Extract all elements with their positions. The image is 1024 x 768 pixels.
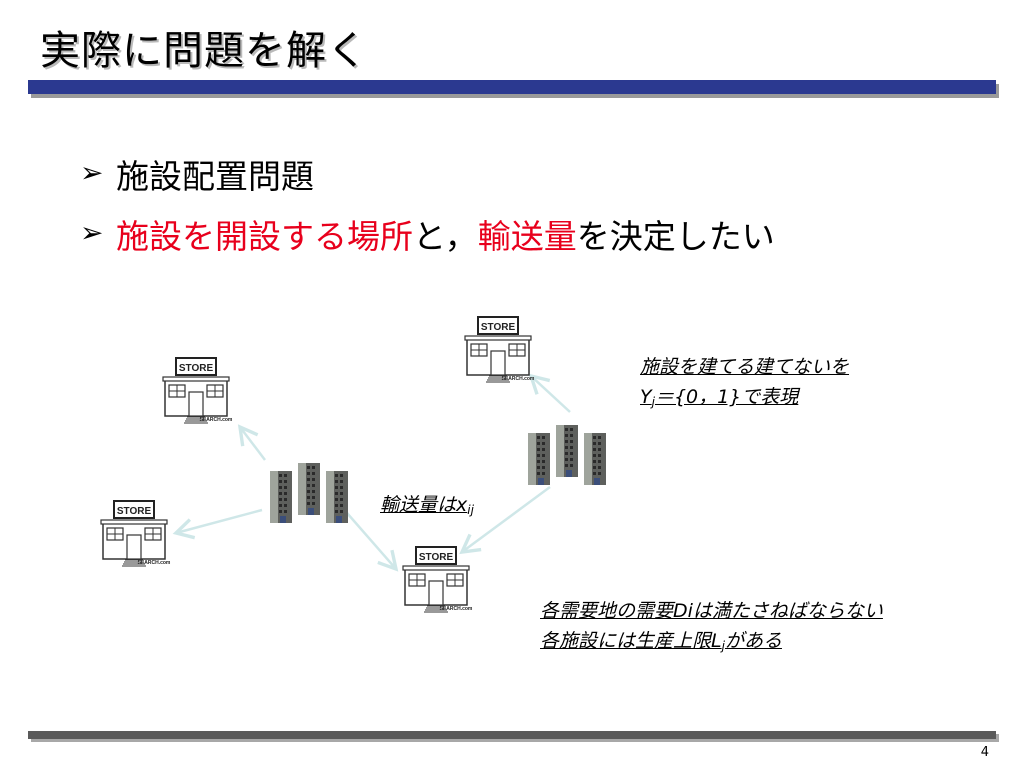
- note-text: 輸送量は: [380, 494, 457, 516]
- store-sign-text: STORE: [117, 506, 152, 517]
- bullet-segment: を決定したい: [576, 217, 775, 256]
- bullet-arrow-icon: ➢: [80, 156, 104, 189]
- footer-bar: [28, 731, 996, 739]
- note-text: ＝{0，1}で表現: [654, 386, 799, 408]
- store-tag-text: SEARCH.com: [200, 417, 233, 423]
- variable-subscript: j: [721, 639, 725, 653]
- open-decision-note-line2: Yj＝{0，1}で表現: [640, 382, 798, 409]
- store-sign-text: STORE: [419, 552, 454, 563]
- note-text: がある: [724, 630, 782, 652]
- capacity-constraint-note: 各施設には生産上限Ljがある: [540, 626, 782, 653]
- variable-x: x: [456, 494, 468, 516]
- store-icon: STORE SEARCH.com: [162, 357, 233, 424]
- note-text: 各施設には生産上限L: [540, 630, 722, 652]
- demand-constraint-note: 各需要地の需要Diは満たさねばならない: [540, 600, 883, 622]
- facility-building-icon: [270, 463, 348, 523]
- page-number: 4: [980, 745, 989, 760]
- bullet-text: 施設を開設する場所と，輸送量を決定したい: [116, 210, 775, 258]
- slide-title: 実際に問題を解く: [40, 28, 368, 74]
- variable-subscript: ij: [467, 503, 474, 517]
- bullet-segment: と，: [413, 217, 478, 256]
- flow-arrow: [459, 485, 551, 555]
- store-tag-text: SEARCH.com: [502, 376, 535, 382]
- facility-building-icon: [528, 425, 606, 485]
- store-icon: STORE SEARCH.com: [402, 546, 473, 613]
- store-tag-text: SEARCH.com: [138, 560, 171, 566]
- flow-arrow: [346, 512, 399, 572]
- bullet-segment-highlight: 輸送量: [477, 217, 577, 256]
- title-underline-bar: [28, 80, 996, 94]
- variable-y: Y: [640, 386, 652, 408]
- flow-arrow: [172, 508, 263, 540]
- store-tag-text: SEARCH.com: [440, 606, 473, 612]
- open-decision-note-line1: 施設を建てる建てないを: [640, 356, 850, 378]
- store-sign-text: STORE: [179, 363, 214, 374]
- flow-arrow: [237, 424, 266, 461]
- flow-label-note: 輸送量はxij: [380, 490, 474, 517]
- store-sign-text: STORE: [481, 322, 516, 333]
- store-icon: STORE SEARCH.com: [464, 316, 535, 383]
- bullet-text: 施設配置問題: [116, 150, 314, 198]
- flow-arrow: [528, 373, 571, 413]
- variable-subscript: j: [651, 395, 655, 409]
- store-icon: STORE SEARCH.com: [100, 500, 171, 567]
- bullet-arrow-icon: ➢: [80, 216, 104, 249]
- bullet-segment-highlight: 施設を開設する場所: [116, 217, 413, 256]
- bullet-segment: 施設配置問題: [116, 157, 314, 196]
